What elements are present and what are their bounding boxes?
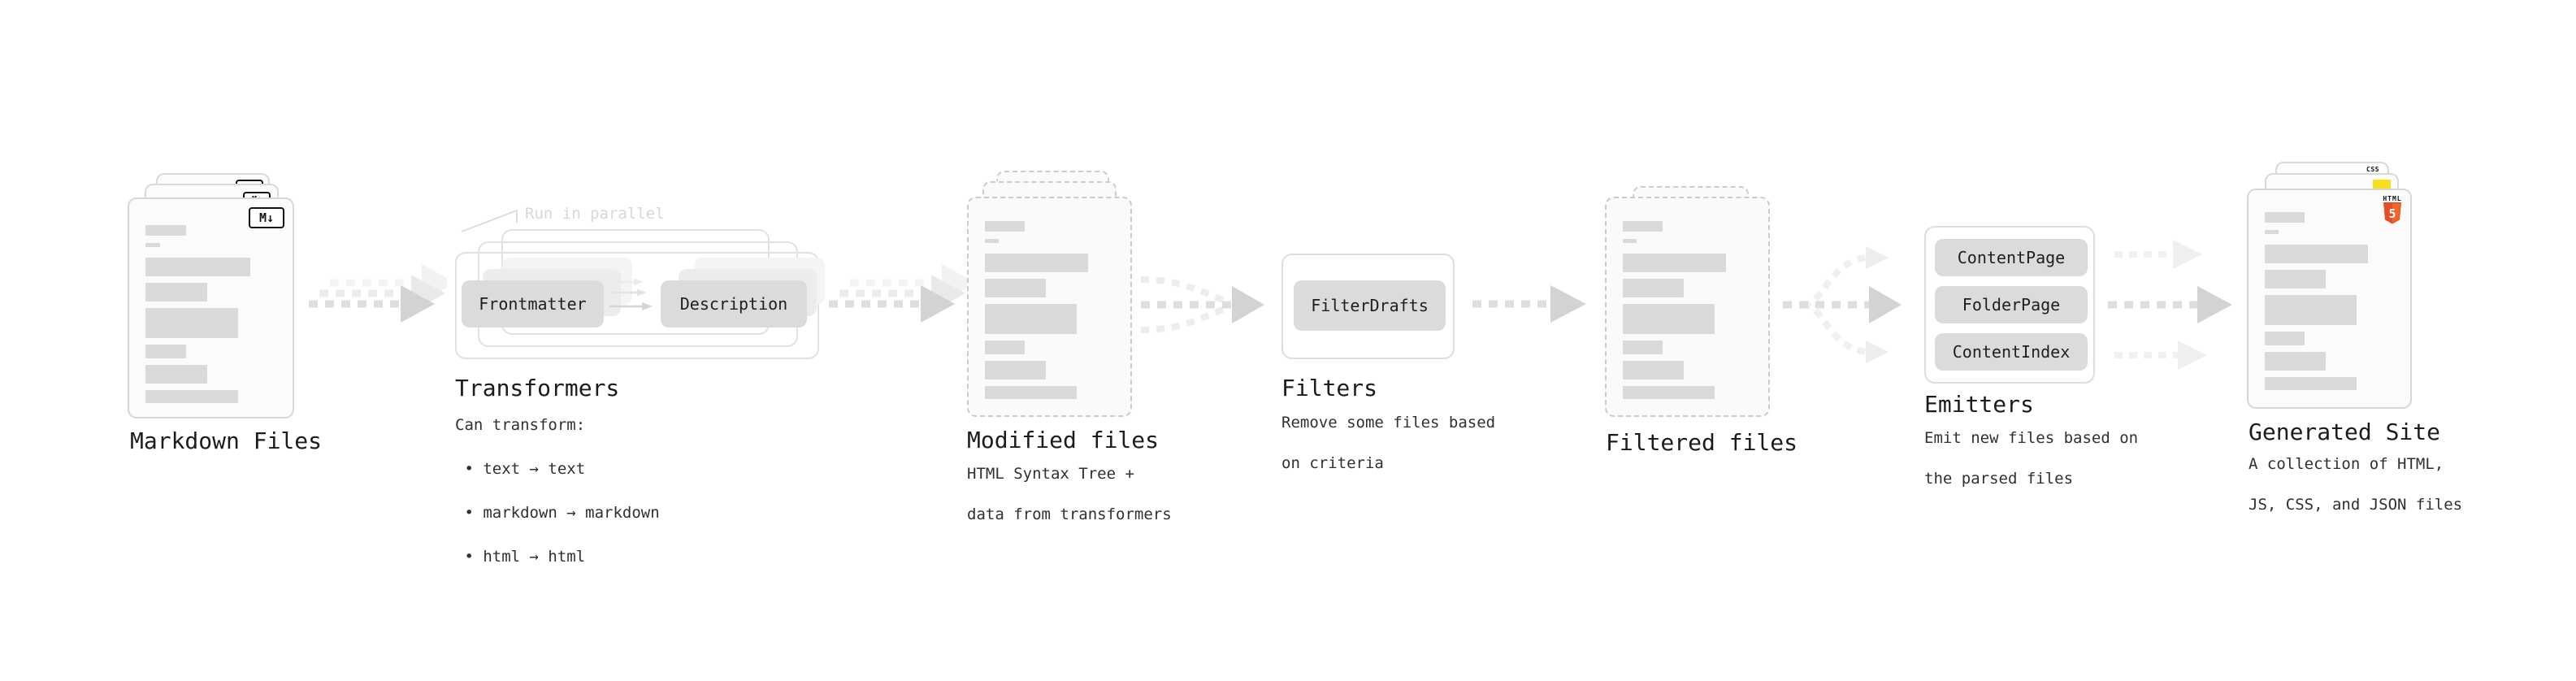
placeholder-bar (1623, 340, 1663, 354)
placeholder-bar (145, 365, 207, 384)
description-line: data from transformers (967, 505, 1172, 523)
contentindex-pill: ContentIndex (1935, 333, 2088, 371)
contentpage-pill: ContentPage (1935, 239, 2088, 276)
placeholder-bar (1623, 279, 1684, 297)
placeholder-bar (985, 386, 1077, 399)
placeholder-bar (145, 283, 207, 301)
description-line: • markdown → markdown (455, 504, 660, 522)
placeholder-bar (145, 258, 250, 276)
parallel-run-arrows (609, 278, 653, 310)
run-in-parallel-annotation: Run in parallel (525, 205, 665, 223)
placeholder-bar (145, 308, 239, 338)
generated-file-card: HTML 5 (2247, 189, 2412, 409)
placeholder-bar (145, 225, 186, 236)
description-line: A collection of HTML, (2249, 455, 2444, 473)
placeholder-bar (1623, 221, 1663, 232)
flow-arrow-stacked (309, 264, 447, 323)
placeholder-bar (985, 221, 1026, 232)
filtered-files-label: Filtered files (1606, 429, 1798, 456)
html5-shield: 5 (2383, 202, 2401, 224)
placeholder-bar (2265, 245, 2369, 263)
javascript-icon (2373, 180, 2391, 189)
flow-arrow-stacked (829, 264, 967, 323)
placeholder-bar (2265, 230, 2279, 234)
document-placeholder-lines (2249, 190, 2410, 390)
placeholder-bar (2265, 332, 2305, 345)
description-line: JS, CSS, and JSON files (2249, 496, 2463, 514)
placeholder-bar (985, 340, 1026, 354)
annotation-leader-line (461, 209, 518, 232)
placeholder-bar (2265, 212, 2305, 223)
modified-files-description: HTML Syntax Tree + data from transformer… (967, 464, 1172, 525)
markdown-file-card: M↓ (128, 197, 294, 419)
filters-description: Remove some files based on criteria (1281, 413, 1495, 474)
flow-arrow (1472, 285, 1586, 323)
html5-icon: HTML 5 (2382, 195, 2403, 228)
emitters-description: Emit new files based on the parsed files (1924, 428, 2138, 489)
document-placeholder-lines (129, 199, 293, 403)
description-line: the parsed files (1924, 470, 2074, 488)
placeholder-bar (985, 279, 1046, 297)
svg-text:5: 5 (2388, 206, 2396, 221)
placeholder-bar (145, 243, 160, 247)
frontmatter-pill: Frontmatter (462, 280, 604, 327)
emitters-frame: ContentPage FolderPage ContentIndex (1924, 226, 2095, 384)
filterdrafts-pill: FilterDrafts (1294, 280, 1446, 331)
placeholder-bar (2265, 377, 2357, 390)
placeholder-bar (1623, 254, 1727, 272)
placeholder-bar (145, 390, 239, 403)
transformer-frame-front (455, 252, 819, 359)
description-line: • text → text (455, 460, 586, 478)
generated-site-description: A collection of HTML, JS, CSS, and JSON … (2249, 454, 2462, 515)
placeholder-bar (2265, 352, 2326, 371)
placeholder-bar (1623, 304, 1715, 334)
placeholder-bar (985, 361, 1046, 380)
css-icon-text: CSS (2366, 166, 2379, 173)
placeholder-bar (1623, 386, 1715, 399)
placeholder-bar (2265, 295, 2357, 325)
filters-frame: FilterDrafts (1281, 254, 1455, 359)
folderpage-pill: FolderPage (1935, 286, 2088, 323)
document-placeholder-lines (1607, 198, 1768, 399)
filtered-file-card (1605, 197, 1770, 417)
transformers-group: Run in parallel Frontmatter Description (455, 205, 861, 367)
description-line: Can transform: (455, 416, 586, 434)
document-placeholder-lines (969, 198, 1130, 399)
description-line: Remove some files based (1281, 414, 1496, 432)
placeholder-bar (1623, 361, 1684, 380)
modified-files-label: Modified files (967, 427, 1160, 453)
markdown-files-label: Markdown Files (130, 427, 323, 454)
flow-arrows-parallel (2108, 240, 2232, 370)
html5-icon-text: HTML (2383, 195, 2402, 202)
placeholder-bar (145, 345, 186, 358)
placeholder-bar (985, 304, 1077, 334)
flow-arrow-diverging (1783, 246, 1902, 363)
markdown-icon: M↓ (249, 207, 284, 228)
placeholder-bar (1623, 239, 1637, 243)
generated-site-label: Generated Site (2249, 419, 2441, 445)
description-line: Emit new files based on (1924, 429, 2139, 447)
placeholder-bar (985, 239, 1000, 243)
placeholder-bar (985, 254, 1089, 272)
flow-arrow-converging (1140, 276, 1264, 333)
description-line: • html → html (455, 548, 586, 566)
transformers-description: Can transform: • text → text • markdown … (455, 414, 660, 568)
description-line: HTML Syntax Tree + (967, 465, 1134, 483)
transformers-label: Transformers (455, 375, 620, 401)
filters-label: Filters (1281, 375, 1378, 401)
description-line: on criteria (1281, 454, 1384, 472)
emitters-label: Emitters (1924, 391, 2034, 418)
placeholder-bar (2265, 270, 2326, 288)
modified-file-card (967, 197, 1132, 417)
description-pill: Description (661, 280, 807, 327)
